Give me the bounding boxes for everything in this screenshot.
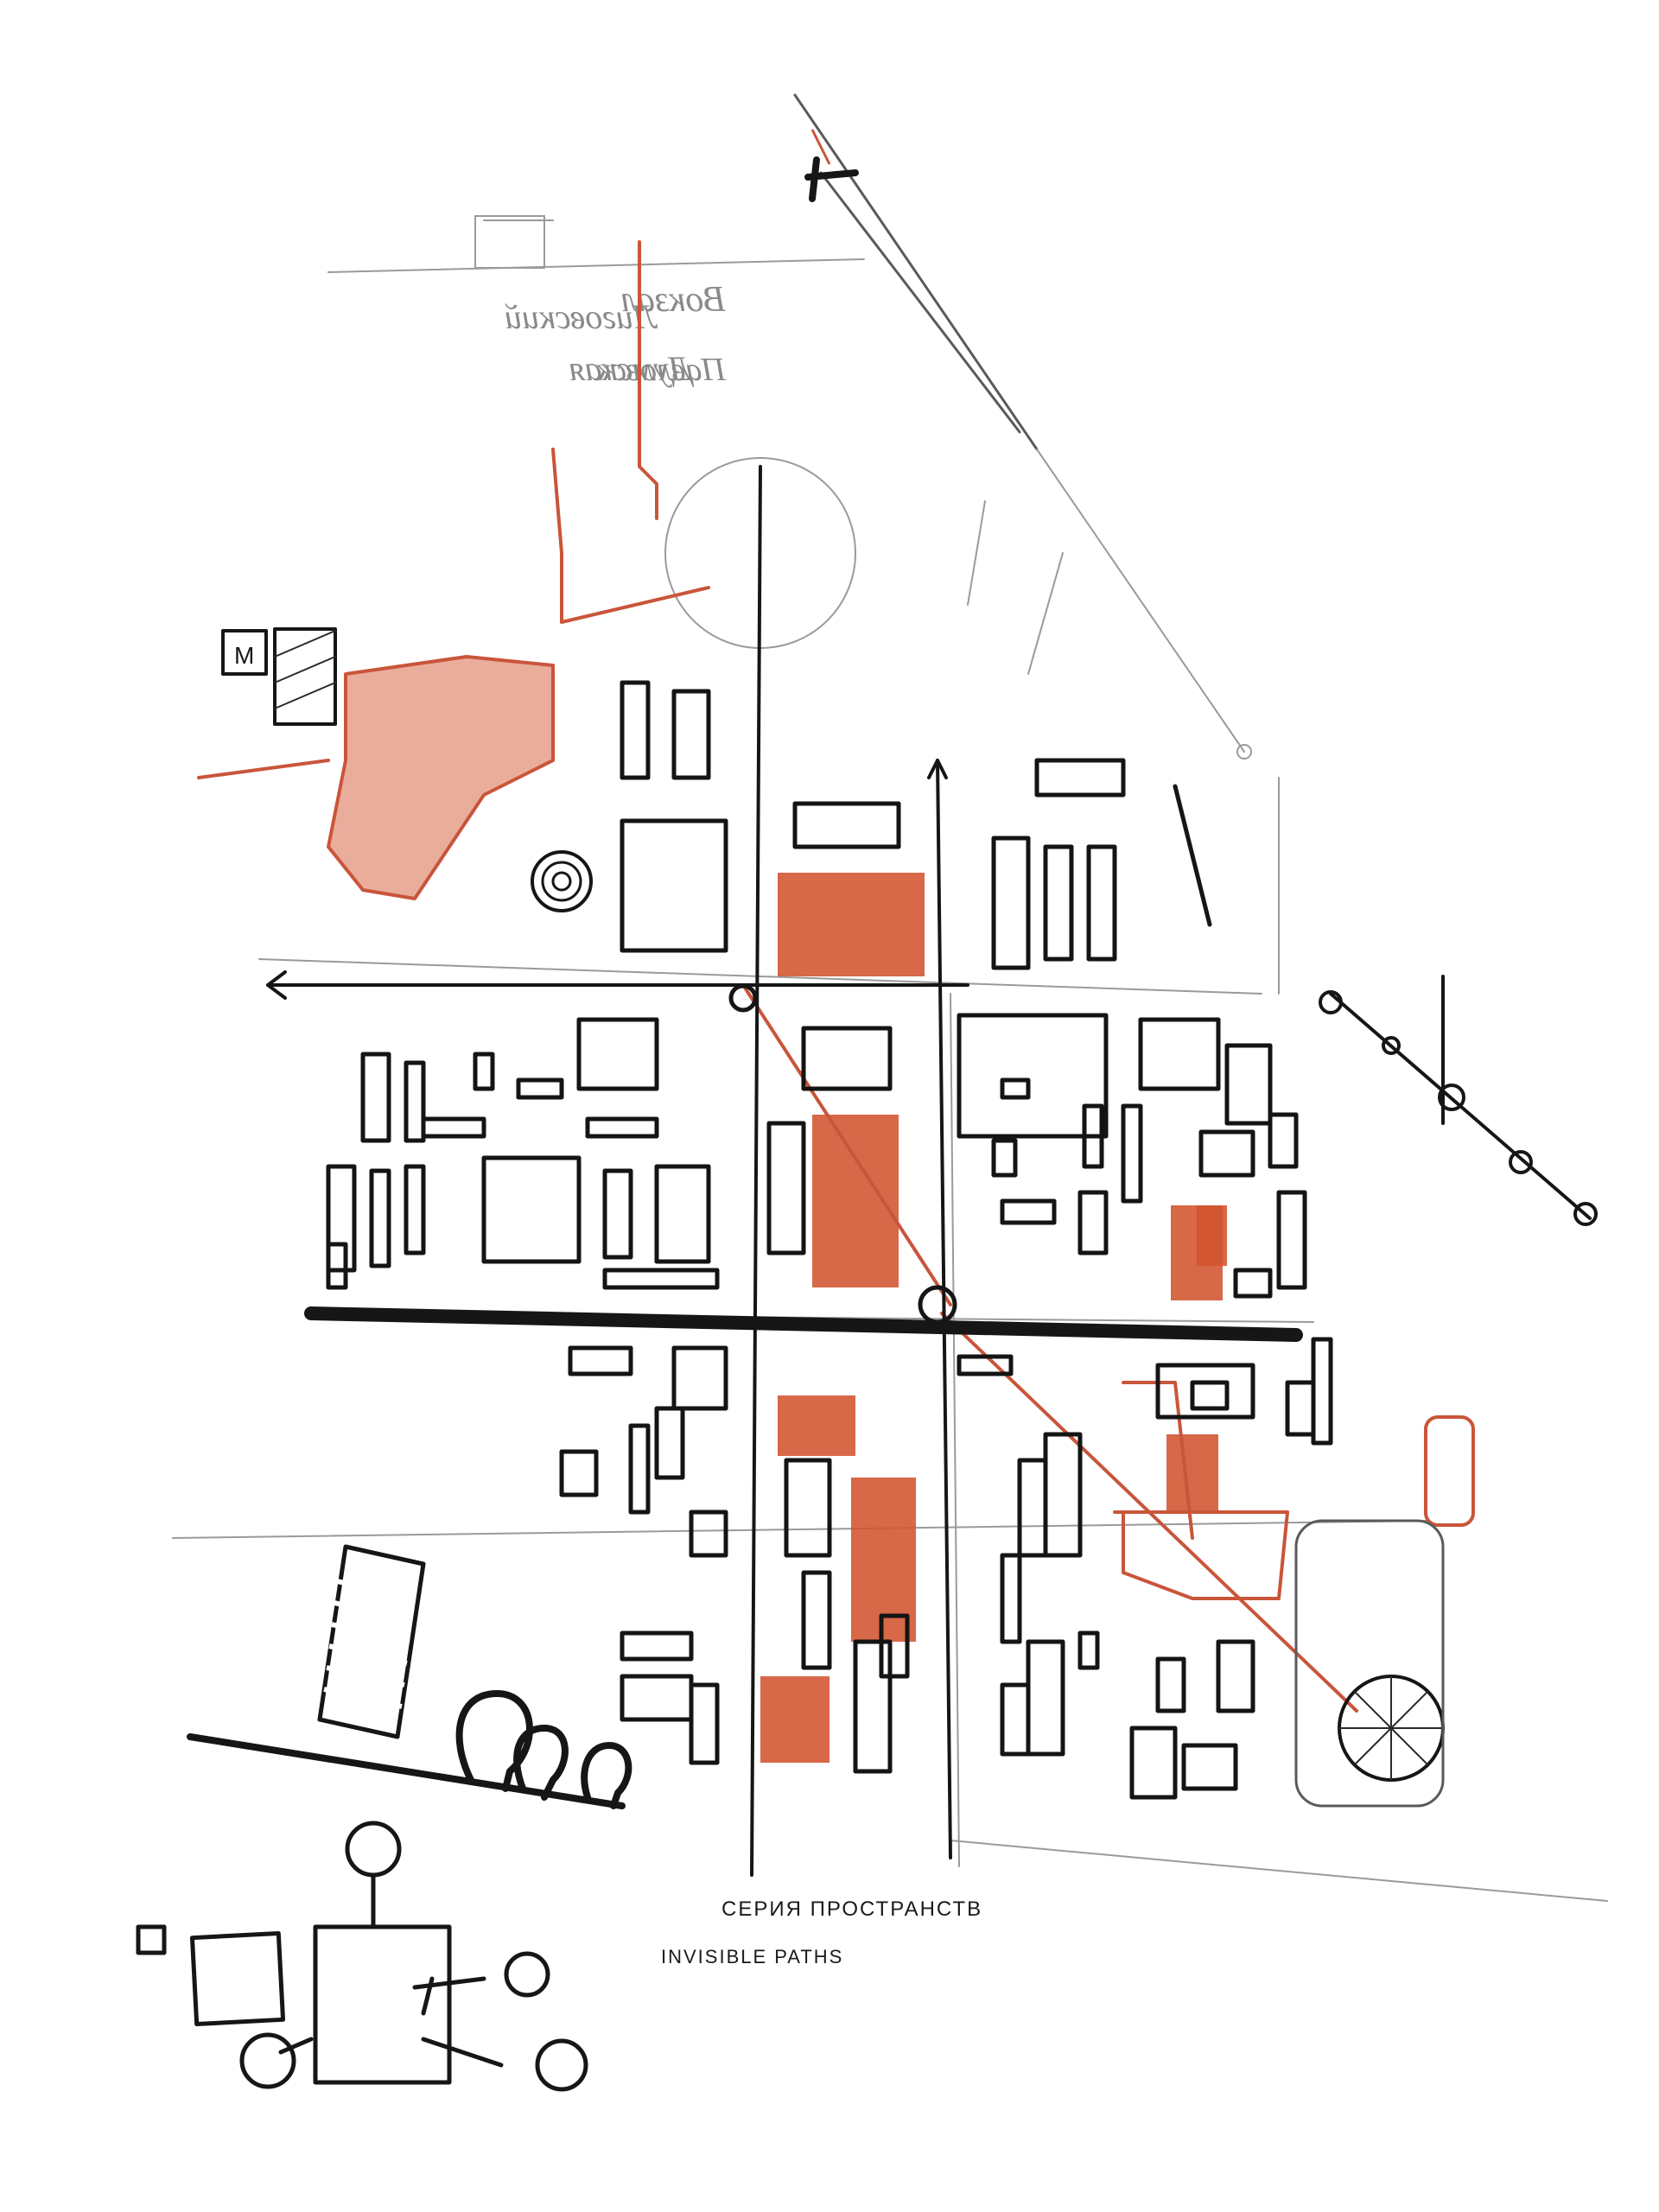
transit-line xyxy=(1320,976,1596,1224)
metro-marker: M xyxy=(223,629,335,724)
pencil-notes: Лиговский Вокзал Думская Павловск xyxy=(505,280,727,388)
spatial-diagram xyxy=(138,1823,586,2089)
ground-figures xyxy=(190,1694,628,1806)
pencil-note-mid: Вокзал xyxy=(621,280,726,320)
pencil-note-left: Павловск xyxy=(595,352,727,388)
bicycle-wheel xyxy=(1296,1521,1443,1806)
caption-title: Серия пространств xyxy=(721,1897,982,1922)
metro-letter: M xyxy=(234,642,254,669)
caption-subtitle: Invisible paths xyxy=(661,1946,843,1968)
landmark-spiral xyxy=(532,852,591,911)
striped-tower xyxy=(320,1547,423,1737)
